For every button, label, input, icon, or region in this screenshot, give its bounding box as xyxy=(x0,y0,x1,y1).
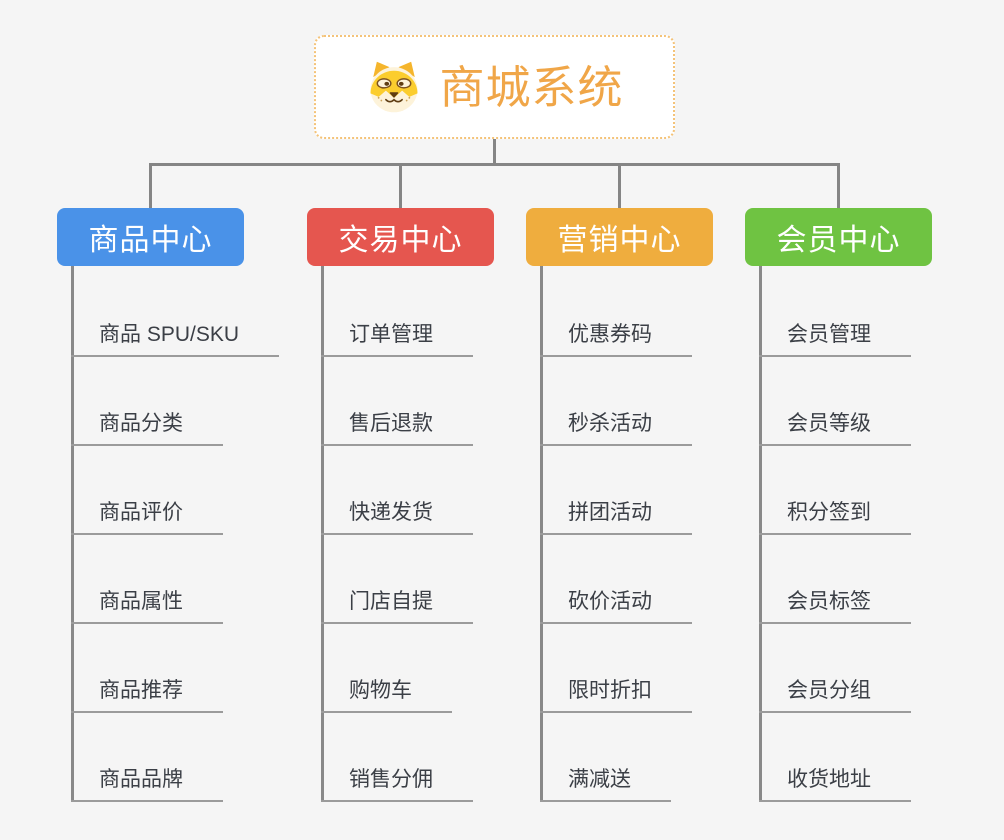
leaf-node[interactable]: 积分签到 xyxy=(759,497,911,535)
leaf-node[interactable]: 商品品牌 xyxy=(71,764,223,802)
leaf-node[interactable]: 销售分佣 xyxy=(321,764,473,802)
branch-header-marketing-center[interactable]: 营销中心 xyxy=(526,208,713,266)
branch-header-trade-center[interactable]: 交易中心 xyxy=(307,208,494,266)
leaf-node[interactable]: 商品评价 xyxy=(71,497,223,535)
leaf-node[interactable]: 拼团活动 xyxy=(540,497,692,535)
leaf-node[interactable]: 优惠券码 xyxy=(540,319,692,357)
leaf-node[interactable]: 会员分组 xyxy=(759,675,911,713)
leaf-node[interactable]: 订单管理 xyxy=(321,319,473,357)
leaf-node[interactable]: 会员标签 xyxy=(759,586,911,624)
leaf-node[interactable]: 商品属性 xyxy=(71,586,223,624)
leaf-node[interactable]: 秒杀活动 xyxy=(540,408,692,446)
connector-drop-trade-center xyxy=(399,163,402,208)
leaf-node[interactable]: 购物车 xyxy=(321,675,452,713)
leaf-node[interactable]: 门店自提 xyxy=(321,586,473,624)
leaf-node[interactable]: 砍价活动 xyxy=(540,586,692,624)
connector-drop-member-center xyxy=(837,163,840,208)
leaf-node[interactable]: 满减送 xyxy=(540,764,671,802)
leaf-node[interactable]: 快递发货 xyxy=(321,497,473,535)
connector-drop-product-center xyxy=(149,163,152,208)
leaf-node[interactable]: 商品分类 xyxy=(71,408,223,446)
leaf-node[interactable]: 限时折扣 xyxy=(540,675,692,713)
connector-drop-marketing-center xyxy=(618,163,621,208)
connector-horizontal-rail xyxy=(149,163,840,166)
leaf-node[interactable]: 会员管理 xyxy=(759,319,911,357)
leaf-node[interactable]: 商品推荐 xyxy=(71,675,223,713)
connector-root-stub xyxy=(493,139,496,166)
root-node[interactable]: 商城系统 xyxy=(314,35,675,139)
leaf-node[interactable]: 会员等级 xyxy=(759,408,911,446)
leaf-node[interactable]: 商品 SPU/SKU xyxy=(71,319,280,357)
dog-face-icon xyxy=(365,59,423,115)
branch-header-product-center[interactable]: 商品中心 xyxy=(57,208,244,266)
branch-header-member-center[interactable]: 会员中心 xyxy=(745,208,932,266)
leaf-node[interactable]: 售后退款 xyxy=(321,408,473,446)
root-title: 商城系统 xyxy=(439,61,624,113)
leaf-node[interactable]: 收货地址 xyxy=(759,764,911,802)
